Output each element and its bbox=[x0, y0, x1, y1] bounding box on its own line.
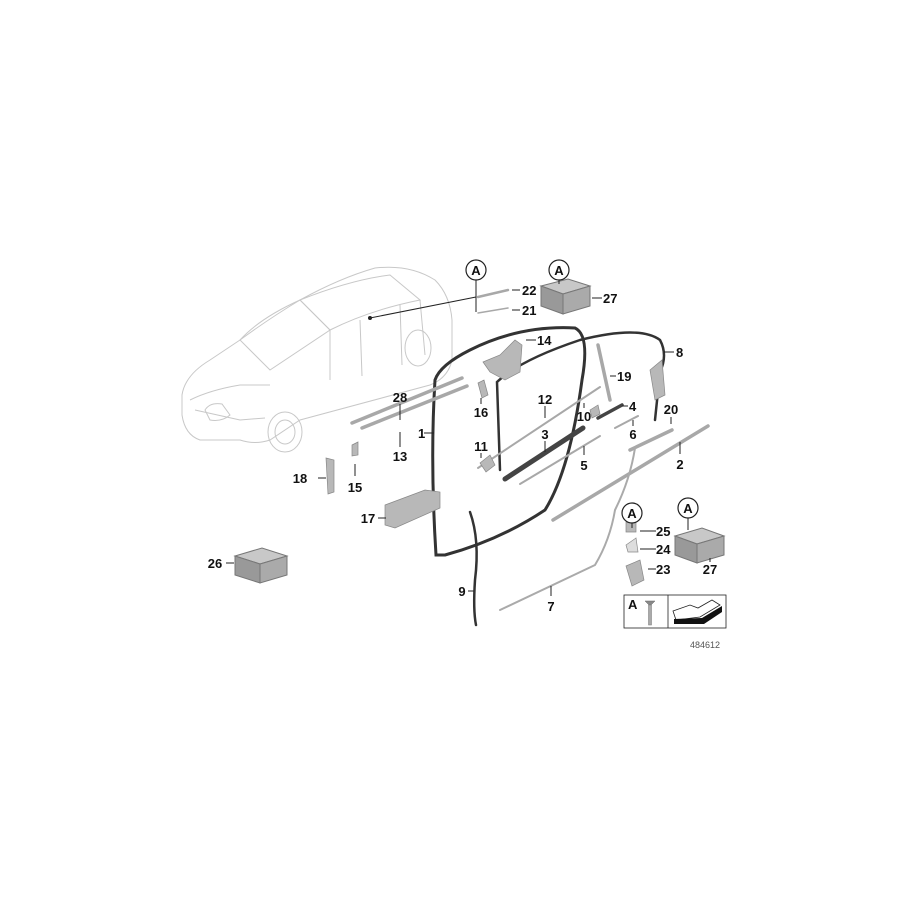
strip-12 bbox=[477, 386, 601, 469]
label-21: 21 bbox=[522, 303, 536, 318]
parts bbox=[325, 288, 710, 627]
strip-7 bbox=[499, 447, 636, 611]
part-8-bracket bbox=[649, 359, 666, 401]
callout-a-3: A bbox=[621, 502, 643, 528]
seal-22 bbox=[476, 288, 510, 299]
label-27a: 27 bbox=[603, 291, 617, 306]
clip-11 bbox=[479, 454, 496, 473]
callout-a-2: A bbox=[548, 259, 570, 284]
part-labels: 22 21 27 14 8 19 28 16 12 10 4 20 1 3 6 … bbox=[208, 283, 717, 614]
clip-16 bbox=[477, 379, 489, 399]
strip-13 bbox=[360, 384, 469, 430]
label-10: 10 bbox=[577, 409, 591, 424]
label-23: 23 bbox=[656, 562, 670, 577]
insulation-17 bbox=[384, 489, 441, 529]
label-11: 11 bbox=[474, 439, 488, 454]
leader-lines bbox=[226, 289, 711, 596]
kit-arrow-icon bbox=[672, 599, 722, 624]
plate-23 bbox=[625, 559, 645, 587]
reference-number: 484612 bbox=[690, 640, 720, 650]
svg-text:A: A bbox=[683, 501, 693, 516]
label-5: 5 bbox=[580, 458, 587, 473]
label-17: 17 bbox=[361, 511, 375, 526]
label-14: 14 bbox=[537, 333, 552, 348]
label-15: 15 bbox=[348, 480, 362, 495]
callout-a-4: A bbox=[677, 497, 699, 530]
svg-text:A: A bbox=[471, 263, 481, 278]
bracket-14 bbox=[482, 339, 523, 381]
seal-8 bbox=[495, 331, 666, 472]
door-seal-1 bbox=[431, 326, 587, 557]
label-28: 28 bbox=[393, 390, 407, 405]
label-19: 19 bbox=[617, 369, 631, 384]
strip-19 bbox=[596, 343, 612, 402]
label-3: 3 bbox=[541, 427, 548, 442]
strip-20 bbox=[628, 428, 674, 452]
strip-4 bbox=[596, 403, 624, 420]
seal-21 bbox=[477, 307, 509, 314]
svg-text:A: A bbox=[627, 506, 637, 521]
screw-icon bbox=[644, 600, 656, 626]
clip-15 bbox=[351, 441, 359, 457]
legend-inset: A bbox=[623, 594, 727, 629]
plate-24 bbox=[625, 537, 639, 553]
callout-a-1: A bbox=[465, 259, 487, 312]
label-26: 26 bbox=[208, 556, 222, 571]
bracket-18 bbox=[325, 457, 335, 495]
strip-6 bbox=[614, 415, 639, 429]
clip-10 bbox=[589, 404, 601, 419]
label-22: 22 bbox=[522, 283, 536, 298]
label-1: 1 bbox=[418, 426, 425, 441]
label-24: 24 bbox=[656, 542, 671, 557]
label-7: 7 bbox=[547, 599, 554, 614]
label-27b: 27 bbox=[703, 562, 717, 577]
strip-3 bbox=[502, 425, 586, 482]
label-12: 12 bbox=[538, 392, 552, 407]
strip-5 bbox=[519, 435, 601, 485]
label-2: 2 bbox=[676, 457, 683, 472]
kit-box-26 bbox=[233, 547, 289, 584]
kit-box-27-top bbox=[539, 278, 592, 315]
strip-28 bbox=[350, 376, 464, 425]
kit-box-27-bottom bbox=[673, 527, 726, 564]
hose-9 bbox=[468, 510, 478, 627]
label-9: 9 bbox=[458, 584, 465, 599]
label-8: 8 bbox=[676, 345, 683, 360]
label-18: 18 bbox=[293, 471, 307, 486]
svg-text:A: A bbox=[554, 263, 564, 278]
label-6: 6 bbox=[629, 427, 636, 442]
label-4: 4 bbox=[629, 399, 637, 414]
label-20: 20 bbox=[664, 402, 678, 417]
label-16: 16 bbox=[474, 405, 488, 420]
label-25: 25 bbox=[656, 524, 670, 539]
svg-text:A: A bbox=[628, 597, 638, 612]
car-illustration bbox=[181, 266, 477, 453]
label-13: 13 bbox=[393, 449, 407, 464]
